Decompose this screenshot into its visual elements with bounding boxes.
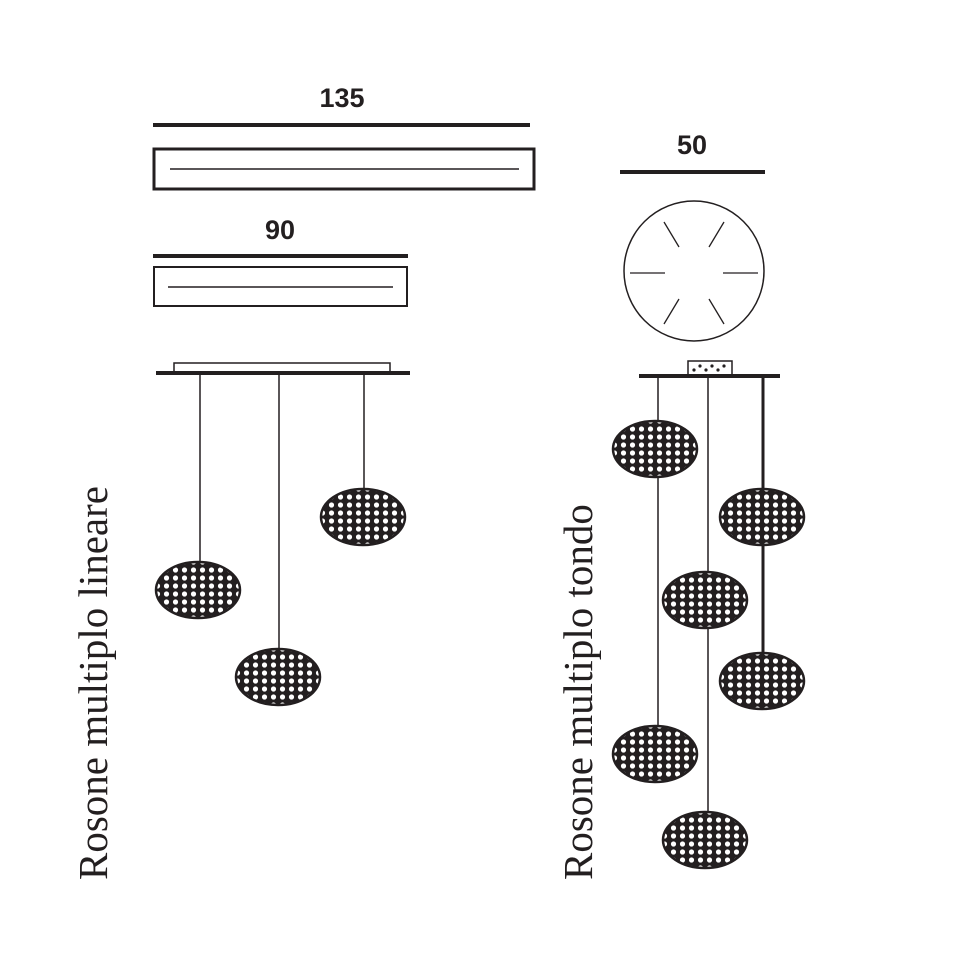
- canopy-plan-round: [623, 200, 765, 342]
- round-section: 50: [555, 130, 806, 880]
- round-lamp-shade-4: [718, 651, 806, 711]
- linear-section: 135 90 Rosone multiplo lineare: [70, 83, 536, 880]
- lamp-shade-left: [154, 560, 242, 620]
- canopy-plan-135: [152, 147, 536, 191]
- round-lamp-shade-1: [611, 419, 699, 479]
- round-lamp-shade-2: [718, 487, 806, 547]
- dimension-label-90: 90: [265, 215, 295, 245]
- lamp-shade-middle: [234, 647, 322, 707]
- round-title: Rosone multiplo tondo: [555, 504, 601, 880]
- round-canopy-elevation-box: [687, 360, 733, 376]
- round-lamp-shade-5: [611, 724, 699, 784]
- round-lamp-shade-6: [661, 810, 749, 870]
- canopy-plan-round-marks: [630, 221, 758, 325]
- dimension-label-50: 50: [677, 130, 707, 160]
- round-canopy-dots: [692, 364, 726, 372]
- canopy-elevation-box: [173, 362, 391, 373]
- dimension-label-135: 135: [319, 83, 364, 113]
- lamp-shade-right: [319, 487, 407, 547]
- round-lamp-shade-3: [661, 570, 749, 630]
- canopy-plan-90: [153, 266, 408, 307]
- linear-title: Rosone multiplo lineare: [70, 486, 116, 880]
